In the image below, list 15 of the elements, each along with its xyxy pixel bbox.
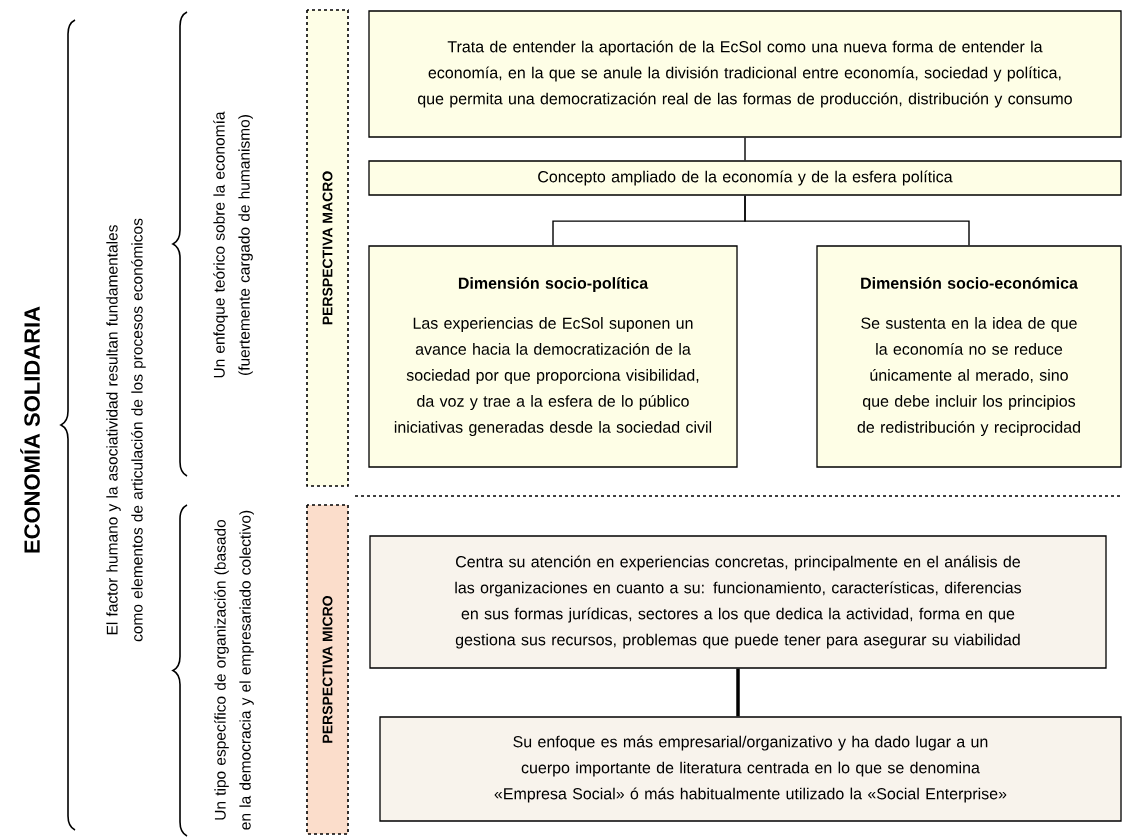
text-box: Su enfoque es más empresarial/organizativo y ha dado lugar a un cuerpo importante de literatura centrada en lo que se denomina «Empresa Social» ó más habitualmente utilizado la «Social Enterprise» xyxy=(379,716,1122,822)
brace-label: Un enfoque teórico sobre la economía (fuertemente cargado de humanismo) xyxy=(213,111,253,378)
text-box: Dimensión socio-política Las experiencias de EcSol suponen un avance hacia la democratización de la sociedad por que proporciona visibilidad, da voz y trae a la esfera de lo público iniciativas generadas desde la sociedad civil xyxy=(368,245,738,468)
text-box: Dimensión socio-económica Se sustenta en la idea de que la economía no se reduce únicamente al merado, sino que debe incluir los principios de redistribución y reciprocidad xyxy=(816,245,1122,468)
title: ECONOMÍA SOLIDARIA xyxy=(20,306,40,553)
text-box: Concepto ampliado de la economía y de la esfera política xyxy=(368,160,1122,196)
brace-label: El factor humano y la asociatividad resultan fundamentales como elementos de articulación de los procesos económicos xyxy=(106,218,146,642)
perspective-band: PERSPECTIVA MACRO xyxy=(306,9,349,487)
brace-label: Un tipo específico de organización (basado en la democracia y el empresariado colectivo) xyxy=(214,510,254,830)
text-box: Trata de entender la aportación de la EcSol como una nueva forma de entender la economía, en la que se anule la división tradicional entre economía, sociedad y política, que permita una democratización real de las formas de producción, distribución y consumo xyxy=(368,10,1122,138)
perspective-band: PERSPECTIVA MICRO xyxy=(306,504,349,835)
connector-line xyxy=(736,668,740,717)
text-box: Centra su atención en experiencias concretas, principalmente en el análisis de las organizaciones en cuanto a su: funcionamiento, características, diferencias en sus formas jurídicas, sectores a los que dedica la actividad, forma en que gestiona sus recursos, problemas que puede tener para asegurar su viabilidad xyxy=(369,535,1107,669)
connector-line xyxy=(744,194,970,247)
connector-line xyxy=(744,136,746,162)
